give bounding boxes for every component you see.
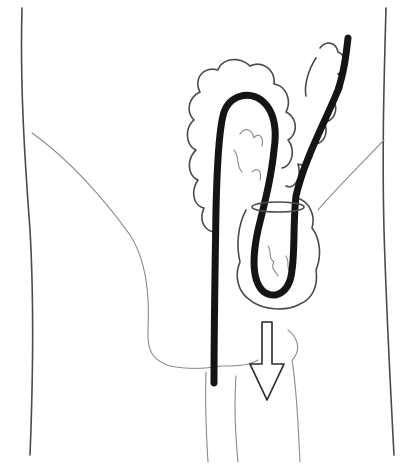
colon-descending-wall xyxy=(286,43,345,187)
left-leg-line xyxy=(206,372,208,462)
right-flank-line xyxy=(383,8,394,455)
endoscope-loop xyxy=(214,38,348,383)
body-outline xyxy=(21,8,394,462)
right-leg-line xyxy=(235,376,238,462)
left-inguinal-line xyxy=(32,133,222,368)
pubic-outline xyxy=(222,330,298,366)
right-thigh-line xyxy=(292,360,300,462)
colon-outer-wall xyxy=(187,60,295,232)
left-flank-line xyxy=(21,8,32,455)
endoscope-tube xyxy=(214,38,348,383)
right-inguinal-line xyxy=(318,140,384,210)
